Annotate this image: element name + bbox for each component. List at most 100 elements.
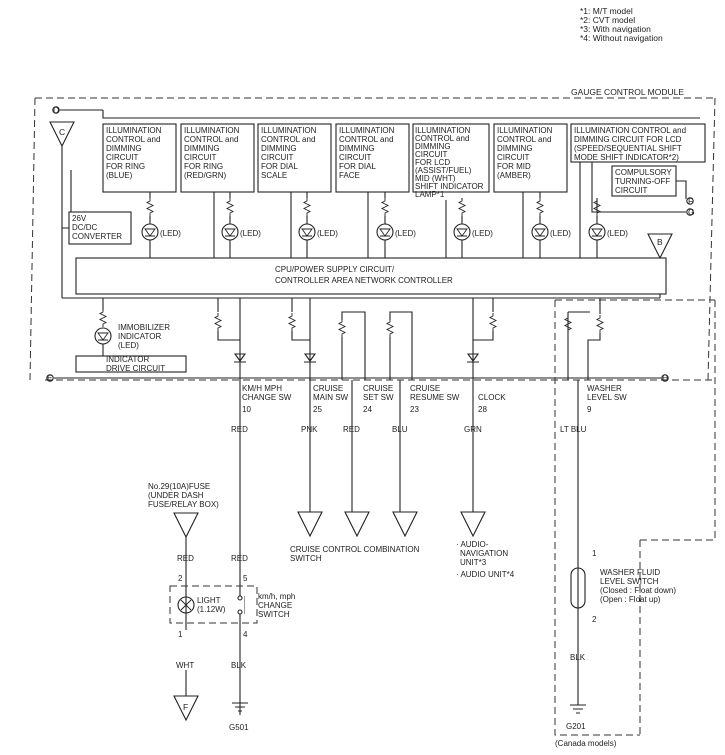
svg-text:RESUME SW: RESUME SW [410,393,460,402]
svg-text:DIMMING: DIMMING [184,144,220,153]
svg-text:GRN: GRN [464,425,482,434]
svg-text:(Closed : Float down): (Closed : Float down) [600,586,676,595]
led-icon [221,223,239,241]
svg-text:CIRCUIT: CIRCUIT [106,153,139,162]
circuit-ring-blue: ILLUMINATION CONTROL and DIMMING CIRCUIT… [102,123,177,193]
svg-text:INDICATOR: INDICATOR [106,355,149,364]
circuit-ring-red-grn: ILLUMINATION CONTROL and DIMMING CIRCUIT… [180,123,255,193]
svg-text:LEVEL SWITCH: LEVEL SWITCH [600,577,659,586]
svg-text:(Open : Float up): (Open : Float up) [600,595,661,604]
note-1: *1: M/T model [580,6,633,16]
svg-text:1: 1 [592,549,597,558]
svg-text:DIMMING: DIMMING [339,144,375,153]
svg-text:(LED): (LED) [118,341,139,350]
fuse-terminal-icon [173,512,199,538]
svg-text:FOR MID: FOR MID [497,162,531,171]
svg-text:(LED): (LED) [317,229,338,238]
svg-text:CIRCUIT: CIRCUIT [184,153,217,162]
svg-text:(AMBER): (AMBER) [497,171,531,180]
converter-text-1: 26V [72,214,87,223]
note-3: *3: With navigation [580,24,651,34]
led-icon [453,223,471,241]
circuit-lcd-assist: ILLUMINATION CONTROL and DIMMING CIRCUIT… [412,123,490,199]
ground-icon [570,704,586,714]
svg-text:ILLUMINATION: ILLUMINATION [497,126,553,135]
led-column-5: (LED) [445,197,493,258]
svg-text:CONTROL and: CONTROL and [261,135,315,144]
converter-text-3: CONVERTER [72,232,122,241]
svg-text:CONTROL and: CONTROL and [106,135,160,144]
converter-text-2: DC/DC [72,223,98,232]
svg-text:WASHER FLUID: WASHER FLUID [600,568,660,577]
cpu-text-2: CONTROLLER AREA NETWORK CONTROLLER [275,276,453,285]
svg-text:IMMOBILIZER: IMMOBILIZER [118,323,170,332]
svg-text:CRUISE: CRUISE [313,384,343,393]
light-and-change-switch: 2 1 LIGHT (1.12W) 5 4 km/h, mph CHANGE S… [169,574,295,639]
audio-terminal-icon [460,511,486,537]
svg-text:SCALE: SCALE [261,171,287,180]
svg-text:24: 24 [363,405,372,414]
svg-text:CHANGE SW: CHANGE SW [242,393,292,402]
note-4: *4: Without navigation [580,33,663,43]
led-icon [531,223,549,241]
svg-text:WASHER: WASHER [587,384,622,393]
svg-text:RED: RED [343,425,360,434]
svg-text:COMPULSORY: COMPULSORY [615,168,672,177]
cruise-terminal-icon [392,511,418,537]
cruise-combo-label-2: SWITCH [290,554,322,563]
fuse-wire-color: RED [177,554,194,563]
svg-text:ILLUMINATION: ILLUMINATION [261,126,317,135]
svg-text:CIRCUIT: CIRCUIT [615,186,648,195]
svg-text:km/h, mph: km/h, mph [258,592,295,601]
svg-text:1: 1 [178,630,183,639]
connector-d-label: D [53,105,59,115]
switch-labels: KM/H MPH CHANGE SW 10 CRUISE MAIN SW 25 … [242,384,627,414]
svg-text:DIMMING: DIMMING [261,144,297,153]
svg-text:TURNING-OFF: TURNING-OFF [615,177,670,186]
diode-icon [303,353,317,363]
led-icon [376,223,394,241]
svg-text:ILLUMINATION: ILLUMINATION [415,126,471,135]
svg-text:MODE SHIFT INDICATOR*2): MODE SHIFT INDICATOR*2) [574,153,679,162]
svg-text:INDICATOR: INDICATOR [118,332,161,341]
led-icon [141,223,159,241]
compulsory-turnoff-circuit: COMPULSORY TURNING-OFF CIRCUIT [611,165,677,197]
svg-text:SWITCH: SWITCH [258,610,290,619]
svg-text:5: 5 [243,574,248,583]
svg-text:2: 2 [592,615,597,624]
led-icon [298,223,316,241]
connector-e-label: E [47,373,53,383]
indicator-drive-circuit [75,355,187,373]
washer-fluid-switch: 1 2 WASHER FLUID LEVEL SWITCH (Closed : … [570,549,676,624]
svg-text:CONTROL and: CONTROL and [339,135,393,144]
svg-text:(LED): (LED) [395,229,416,238]
wire-colors: RED PNK RED BLU GRN LT BLU [231,425,587,434]
circuit-dial-scale: ILLUMINATION CONTROL and DIMMING CIRCUIT… [257,123,332,193]
led-column-7: (LED) [579,162,628,258]
circuit-dial-face: ILLUMINATION CONTROL and DIMMING CIRCUIT… [335,123,410,193]
svg-text:SET SW: SET SW [363,393,394,402]
connector-d-icon [52,106,60,114]
washer-wire-color-bottom: BLK [570,653,586,662]
svg-text:DIMMING: DIMMING [497,144,533,153]
svg-text:CIRCUIT: CIRCUIT [497,153,530,162]
circuit-lcd-speed: ILLUMINATION CONTROL and DIMMING CIRCUIT… [570,123,706,163]
cruise-combo-label-1: CRUISE CONTROL COMBINATION [290,545,420,554]
svg-text:DIMMING: DIMMING [106,144,142,153]
svg-text:RED: RED [231,425,248,434]
svg-text:(LED): (LED) [160,229,181,238]
svg-text:CRUISE: CRUISE [363,384,393,393]
fuse-label-2: (UNDER DASH [148,491,204,500]
cpu-block [75,257,667,295]
svg-text:LEVEL SW: LEVEL SW [587,393,627,402]
circuit-mid-amber: ILLUMINATION CONTROL and DIMMING CIRCUIT… [493,123,568,193]
svg-text:FOR RING: FOR RING [106,162,145,171]
svg-text:ILLUMINATION CONTROL and: ILLUMINATION CONTROL and [574,126,686,135]
audio-label-2: NAVIGATION [460,549,508,558]
svg-text:FOR DIAL: FOR DIAL [339,162,376,171]
svg-text:FOR RING: FOR RING [184,162,223,171]
model-notes: *1: M/T model *2: CVT model *3: With nav… [580,6,663,43]
svg-text:(LED): (LED) [607,229,628,238]
svg-text:10: 10 [242,405,251,414]
